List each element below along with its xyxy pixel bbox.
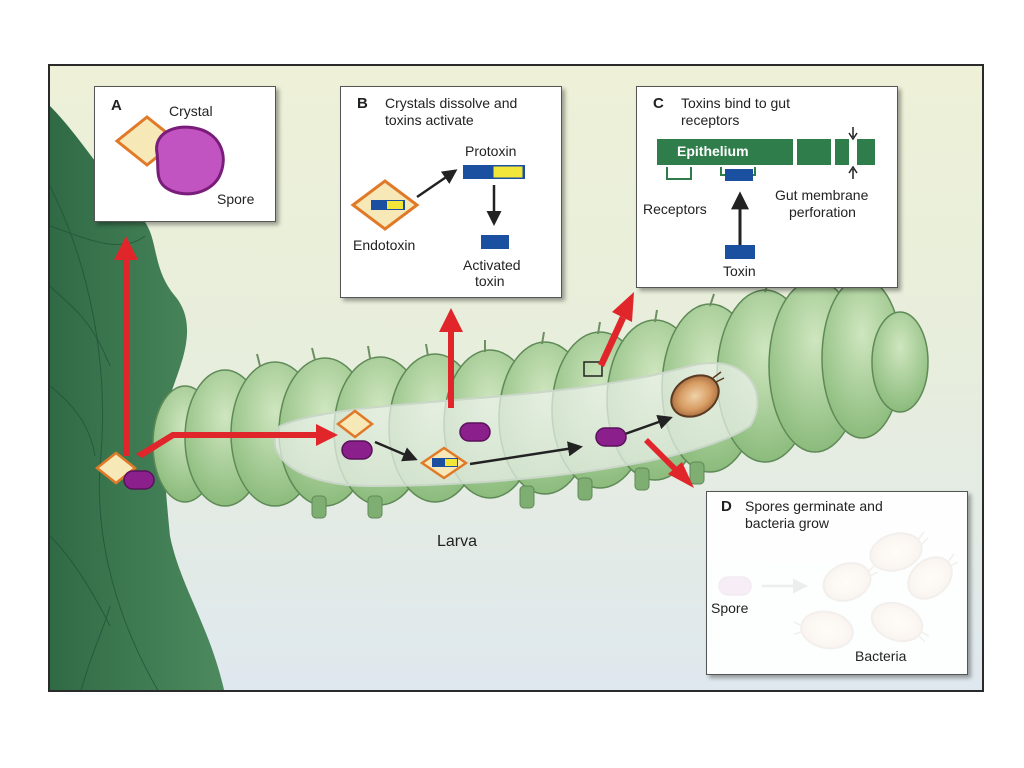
panel-b-activated-label-2: toxin [475,273,505,289]
panel-c-title-2: receptors [681,112,740,128]
panel-c-letter: C [653,95,664,112]
gut-crystal [335,409,375,439]
panel-b: B Crystals dissolve and toxins activate … [340,86,562,298]
panel-d-title-2: bacteria grow [745,515,830,531]
panel-b-protoxin-label: Protoxin [465,143,517,159]
panel-c-art [657,127,875,259]
panel-b-title-2: toxins activate [385,112,474,128]
panel-a-art [114,115,225,196]
gut-spore [341,440,373,460]
panel-b-title-1: Crystals dissolve and [385,95,518,111]
panel-b-letter: B [357,95,368,112]
panel-d-title-1: Spores germinate and [745,498,883,514]
panel-c-receptors-label: Receptors [643,201,707,217]
panel-c-epithelium-label: Epithelium [677,143,749,159]
panel-d: D Spores germinate and bacteria grow Spo… [706,491,968,675]
panel-d-spore-label: Spore [711,600,749,616]
leaf-veins [50,185,159,690]
panel-b-endotoxin-label: Endotoxin [353,237,416,253]
gut-protoxin-yellow [445,459,457,466]
larva-gut [273,362,759,488]
gut-spore-3 [595,427,627,447]
panel-c-perforation-label-2: perforation [789,204,856,220]
panel-c-perforation-label-1: Gut membrane [775,187,869,203]
panel-d-bacteria-label: Bacteria [855,648,907,664]
panel-c: C Toxins bind to gut receptors Epitheliu… [636,86,898,288]
leaf-spore [123,470,155,490]
panel-a-spore-label: Spore [217,191,255,207]
gut-wall-marker [583,361,603,377]
panel-c-title-1: Toxins bind to gut [681,95,790,111]
panel-a-letter: A [111,97,122,114]
panel-a-crystal-label: Crystal [169,103,213,119]
gut-bacterium [670,371,725,418]
figure-frame: Larva A Crystal Spore [48,64,984,692]
red-arrows [114,236,694,488]
gut-spore-2 [459,422,491,442]
panel-d-letter: D [721,498,732,515]
panel-b-art [350,165,525,249]
larva-label: Larva [437,533,477,550]
larva-legs [311,461,705,519]
panel-b-activated-label-1: Activated [463,257,521,273]
leaf [50,106,225,690]
gut-flow-arrows [374,414,673,466]
panel-a: A Crystal Spore [94,86,276,222]
panel-c-toxin-label: Toxin [723,263,756,279]
